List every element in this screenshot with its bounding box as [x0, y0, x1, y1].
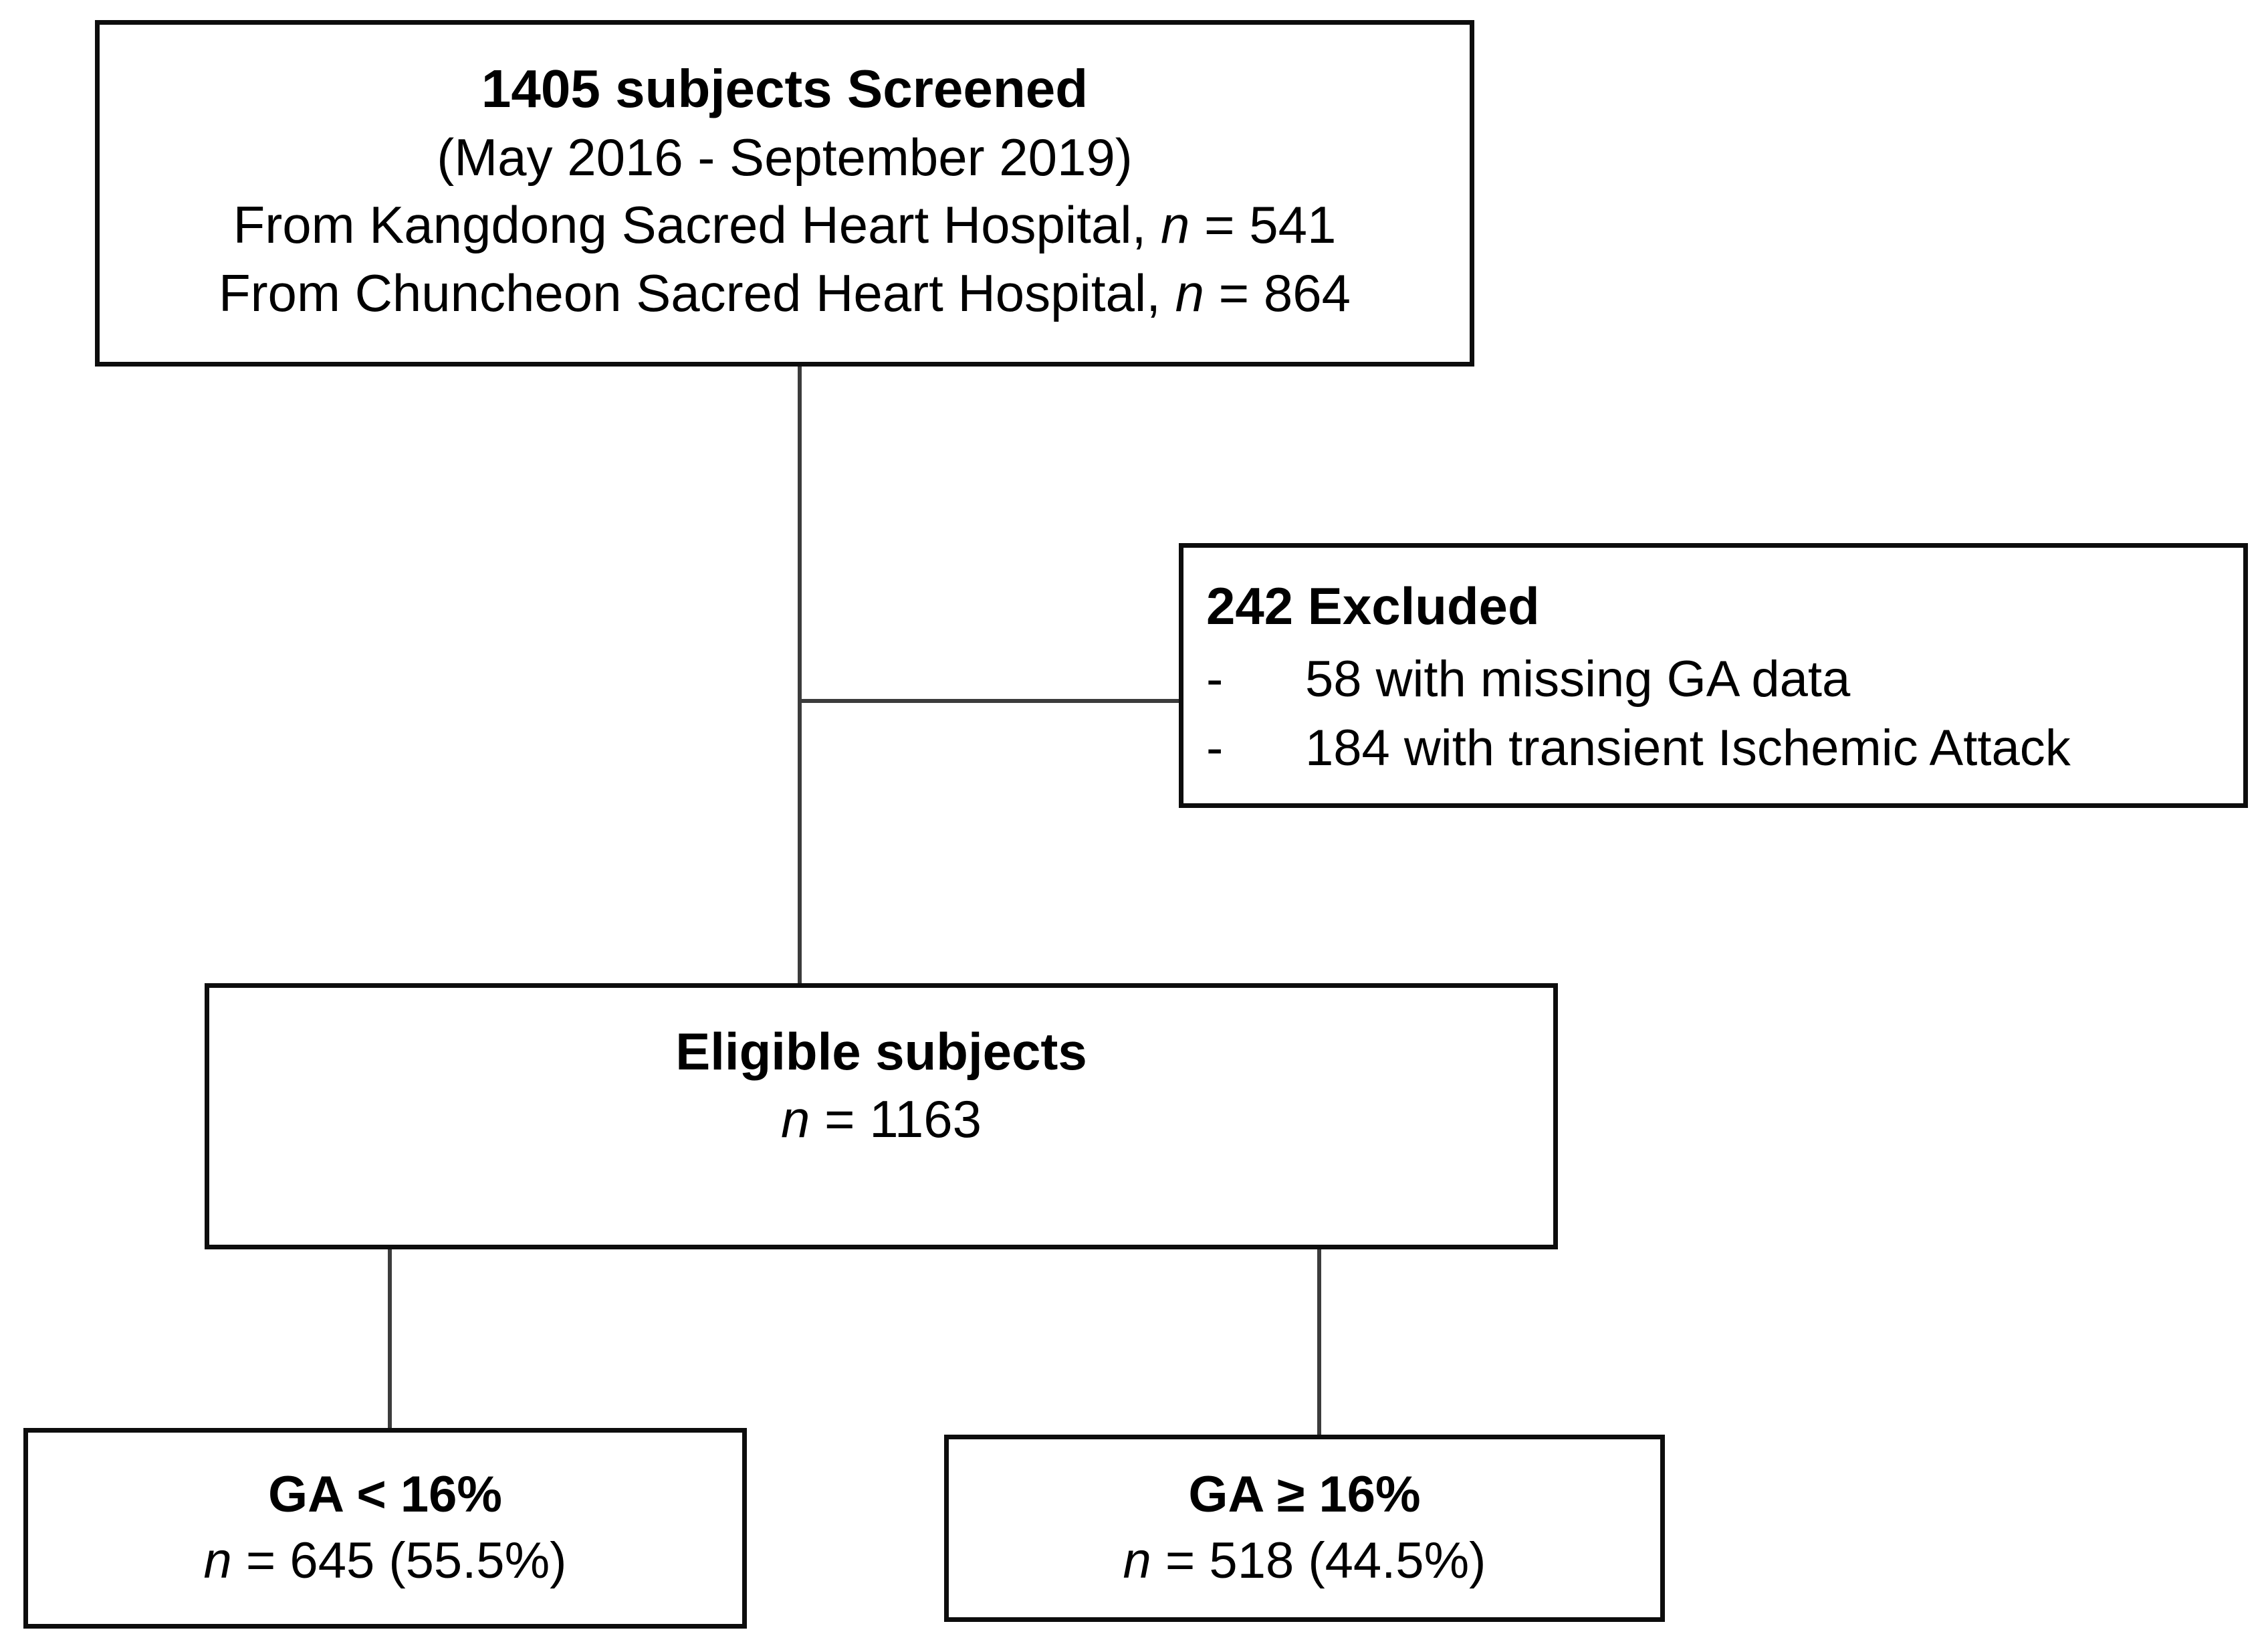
excluded-item-tia: - 184 with transient Ischemic Attack [1206, 719, 2071, 777]
screened-site-chuncheon: From Chuncheon Sacred Heart Hospital, n … [117, 260, 1452, 327]
node-ga-below-16: GA < 16% n = 645 (55.5%) [23, 1428, 747, 1629]
screened-site-kangdong-value: = 541 [1189, 195, 1337, 255]
node-ga-atleast-16: GA ≥ 16% n = 518 (44.5%) [944, 1435, 1665, 1622]
node-eligible-subjects: Eligible subjects n = 1163 [205, 983, 1558, 1249]
screened-period: (May 2016 - September 2019) [437, 127, 1133, 187]
ga-low-count-value: = 645 (55.5%) [231, 1532, 567, 1589]
connector-screened-to-eligible [798, 367, 802, 985]
ga-high-count: n = 518 (44.5%) [949, 1528, 1660, 1594]
eligible-count-n: n [780, 1090, 810, 1148]
ga-low-title: GA < 16% [268, 1466, 502, 1524]
eligible-count-value: = 1163 [810, 1090, 982, 1148]
excluded-heading: 242 Excluded [1206, 576, 1540, 635]
screened-site-chuncheon-value: = 864 [1204, 263, 1351, 322]
screened-site-kangdong: From Kangdong Sacred Heart Hospital, n =… [117, 191, 1452, 259]
ga-high-title: GA ≥ 16% [1188, 1466, 1421, 1524]
node-subjects-screened: 1405 subjects Screened (May 2016 - Septe… [95, 20, 1474, 367]
dash-bullet-icon: - [1206, 719, 1224, 777]
excluded-item-missing-ga-label: 58 with missing GA data [1305, 650, 1851, 708]
dash-bullet-icon: - [1206, 650, 1224, 708]
eligible-count: n = 1163 [209, 1086, 1553, 1153]
ga-high-count-value: = 518 (44.5%) [1151, 1532, 1486, 1589]
screened-title: 1405 subjects Screened [481, 58, 1089, 118]
ga-low-count-n: n [203, 1532, 232, 1589]
screened-site-chuncheon-prefix: From Chuncheon Sacred Heart Hospital, [218, 263, 1175, 322]
ga-high-count-n: n [1123, 1532, 1151, 1589]
connector-eligible-to-ga-high [1317, 1248, 1321, 1437]
ga-low-count: n = 645 (55.5%) [28, 1528, 742, 1594]
excluded-item-missing-ga: - 58 with missing GA data [1206, 650, 1850, 708]
connector-branch-to-excluded [800, 699, 1181, 703]
screened-site-chuncheon-n: n [1175, 263, 1204, 322]
screened-site-kangdong-prefix: From Kangdong Sacred Heart Hospital, [233, 195, 1161, 255]
screened-site-kangdong-n: n [1160, 195, 1190, 255]
eligible-title: Eligible subjects [675, 1021, 1087, 1081]
node-excluded: 242 Excluded - 58 with missing GA data -… [1179, 543, 2248, 808]
excluded-item-tia-label: 184 with transient Ischemic Attack [1305, 719, 2071, 777]
connector-eligible-to-ga-low [388, 1248, 392, 1430]
